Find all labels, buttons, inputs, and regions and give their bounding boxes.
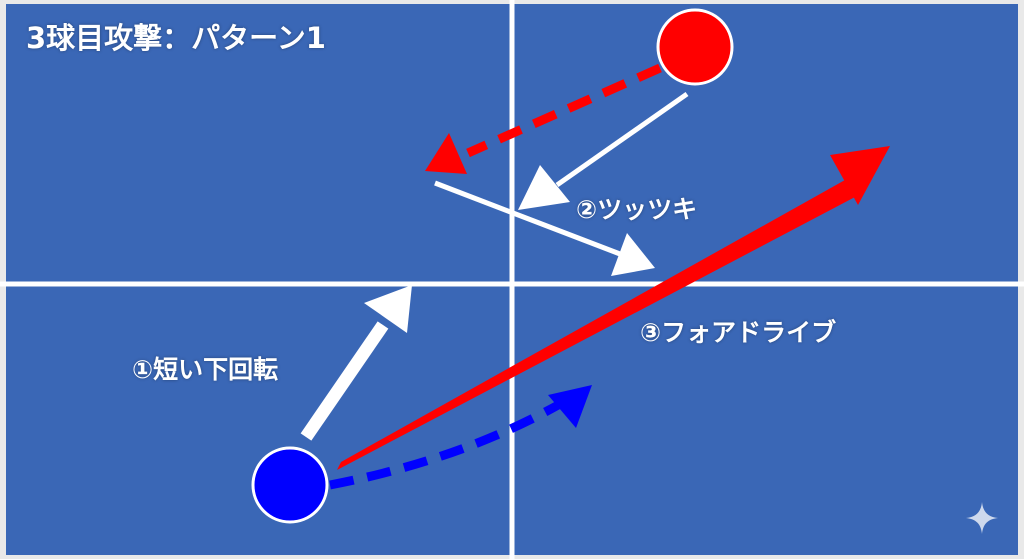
- drive-arrow-shaft: [337, 180, 855, 470]
- step1-label: ①短い下回転: [132, 355, 279, 384]
- push-arrow-1-head: [518, 165, 570, 210]
- sparkle-icon: [966, 502, 998, 534]
- red-dashed-arrow-shaft: [466, 63, 662, 158]
- blue-dashed-arrow-shaft: [329, 400, 563, 490]
- push-arrow-2-head: [611, 233, 655, 276]
- serve-arrow-head: [364, 285, 412, 333]
- push-arrow-2-shaft: [434, 180, 621, 257]
- push-arrow-1-shaft: [555, 91, 689, 188]
- player-blue-ball: [251, 446, 329, 524]
- step3-label: ③フォアドライブ: [640, 318, 837, 347]
- diagram-title: 3球目攻撃：パターン1: [26, 21, 326, 55]
- serve-arrow-shaft: [300, 321, 389, 441]
- red-dashed-arrow-head: [425, 133, 467, 174]
- blue-dashed-arrow-head: [548, 385, 592, 428]
- opponent-red-ball: [656, 8, 734, 86]
- drive-arrow-head: [830, 146, 890, 205]
- step2-label: ②ツッツキ: [576, 195, 698, 224]
